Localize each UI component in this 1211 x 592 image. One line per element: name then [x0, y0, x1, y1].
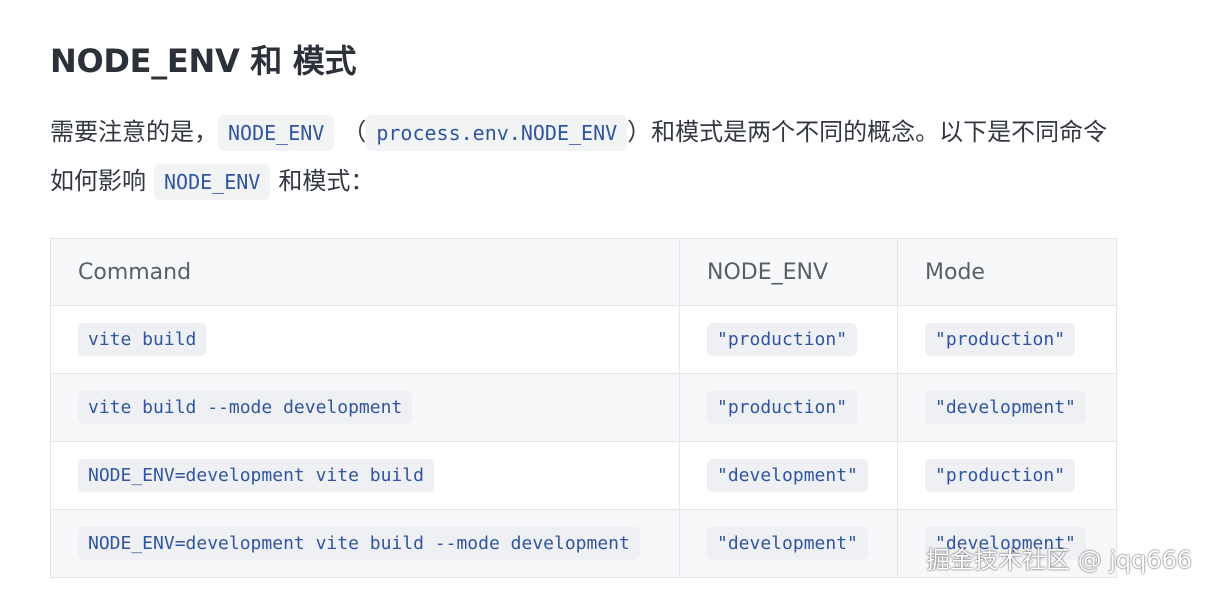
- node-env-code: "development": [707, 527, 868, 560]
- inline-code-node-env: NODE_ENV: [154, 164, 271, 200]
- node-env-code: "production": [707, 391, 858, 424]
- inline-code-process-env: process.env.NODE_ENV: [366, 115, 628, 151]
- cell-node-env: "production": [679, 305, 898, 374]
- mode-code: "development": [925, 391, 1086, 424]
- cell-node-env: "development": [679, 509, 898, 578]
- table-row: NODE_ENV=development vite build "develop…: [50, 441, 1117, 510]
- cell-command: NODE_ENV=development vite build: [50, 441, 680, 510]
- table-header-row: Command NODE_ENV Mode: [50, 238, 1117, 306]
- cell-command: vite build --mode development: [50, 373, 680, 442]
- mode-code: "development": [925, 527, 1086, 560]
- paren-open: （: [342, 118, 367, 146]
- table-row: NODE_ENV=development vite build --mode d…: [50, 509, 1117, 578]
- command-code: NODE_ENV=development vite build: [78, 459, 434, 492]
- mode-code: "production": [925, 323, 1076, 356]
- node-env-code: "development": [707, 459, 868, 492]
- paragraph-text: 和模式：: [278, 167, 375, 195]
- header-node-env: NODE_ENV: [679, 238, 898, 306]
- header-mode: Mode: [897, 238, 1117, 306]
- cell-mode: "production": [897, 305, 1117, 374]
- cell-node-env: "production": [679, 373, 898, 442]
- section-heading: NODE_ENV 和 模式: [50, 42, 357, 80]
- paragraph-text: 如何影响: [50, 167, 146, 195]
- inline-code-node-env: NODE_ENV: [218, 115, 335, 151]
- cell-mode: "development": [897, 373, 1117, 442]
- command-code: NODE_ENV=development vite build --mode d…: [78, 527, 640, 560]
- mode-code: "production": [925, 459, 1076, 492]
- node-env-code: "production": [707, 323, 858, 356]
- command-table: Command NODE_ENV Mode vite build "produc…: [50, 238, 1117, 578]
- table-row: vite build "production" "production": [50, 305, 1117, 374]
- cell-mode: "development": [897, 509, 1117, 578]
- paragraph-text: 和模式是两个不同的概念。以下是不同命令: [651, 118, 1108, 146]
- intro-paragraph-line-1: 需要注意的是，NODE_ENV（process.env.NODE_ENV）和模式…: [50, 112, 1200, 152]
- cell-command: vite build: [50, 305, 680, 374]
- cell-mode: "production": [897, 441, 1117, 510]
- paren-close: ）: [627, 118, 652, 146]
- command-code: vite build --mode development: [78, 391, 413, 424]
- header-command: Command: [50, 238, 680, 306]
- command-code: vite build: [78, 323, 207, 356]
- cell-node-env: "development": [679, 441, 898, 510]
- paragraph-text: 需要注意的是，: [50, 118, 218, 146]
- watermark: 掘金技术社区 @ jqq666: [926, 546, 1193, 574]
- table-row: vite build --mode development "productio…: [50, 373, 1117, 442]
- cell-command: NODE_ENV=development vite build --mode d…: [50, 509, 680, 578]
